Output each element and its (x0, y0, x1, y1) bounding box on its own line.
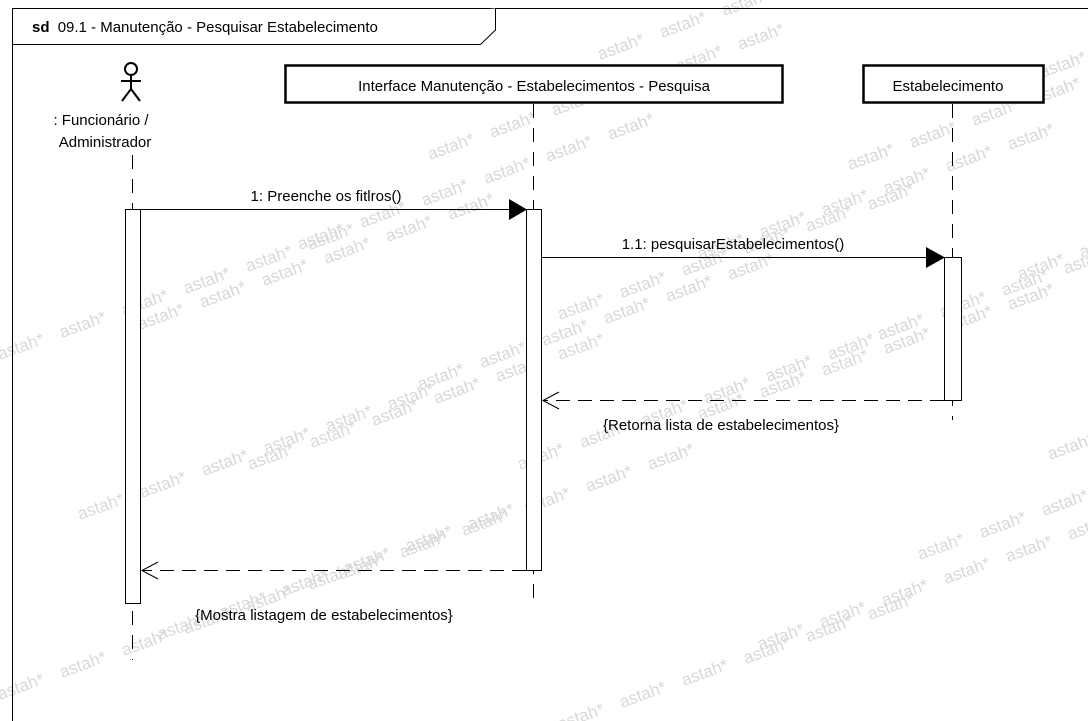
watermark-text: astah* (199, 445, 251, 479)
frame-title-text: 09.1 - Manutenção - Pesquisar Estabeleci… (58, 19, 378, 36)
watermark-text: astah* (735, 19, 787, 53)
watermark-text: astah* (941, 553, 993, 587)
actor-funcionario-administrador[interactable]: : Funcionário / Administrador (53, 62, 152, 151)
return-2-arrowhead-icon (140, 561, 159, 580)
entity-label: Estabelecimento (893, 78, 1004, 95)
watermark-text: astah* (583, 461, 635, 495)
watermark-text: astah* (907, 117, 959, 151)
frame-title: sd 09.1 - Manutenção - Pesquisar Estabel… (32, 19, 378, 36)
message-preenche-filtros[interactable]: 1: Preenche os fitlros() (141, 188, 527, 220)
entity-activation-bar (944, 257, 962, 401)
message-1-arrowhead-icon (509, 199, 527, 220)
watermark-text: astah* (1003, 531, 1055, 565)
lifeline-interface[interactable]: Interface Manutenção - Estabelecimentos … (284, 64, 784, 104)
watermark-text: astah* (657, 7, 709, 41)
interface-activation-bar (526, 209, 542, 571)
watermark-text: astah* (57, 647, 109, 681)
watermark-text: astah* (543, 131, 595, 165)
message-pesquisar-estabelecimentos[interactable]: 1.1: pesquisarEstabelecimentos() (542, 236, 945, 268)
watermark-text: astah* (845, 139, 897, 173)
watermark-text: astah* (137, 467, 189, 501)
return-1-arrowhead-icon (541, 391, 560, 410)
actor-label-line1: : Funcionário / (53, 112, 149, 129)
watermark-text: astah* (0, 669, 47, 703)
return-retorna-lista[interactable]: {Retorna lista de estabelecimentos} (541, 391, 944, 434)
watermark-text: astah* (57, 307, 109, 341)
watermark-text: astah* (75, 489, 127, 523)
return-1-label: {Retorna lista de estabelecimentos} (603, 417, 839, 434)
frame-keyword: sd (32, 19, 50, 36)
watermark-text: astah* (1045, 429, 1088, 463)
watermark-text: astah* (977, 507, 1029, 541)
watermark-text: astah* (943, 141, 995, 175)
return-mostra-listagem[interactable]: {Mostra listagem de estabelecimentos} (140, 561, 526, 624)
watermark-text: astah* (1077, 227, 1088, 261)
actor-label-line2: Administrador (59, 134, 152, 151)
watermark-text: astah* (617, 677, 669, 711)
message-2-label: 1.1: pesquisarEstabelecimentos() (622, 236, 845, 253)
interface-label: Interface Manutenção - Estabelecimentos … (358, 78, 711, 95)
watermark-text: astah* (481, 153, 533, 187)
watermark-text: astah* (1065, 509, 1088, 543)
entity-header-box (862, 64, 1045, 104)
frame-title-tab (12, 8, 496, 45)
actor-stick-figure-icon (121, 62, 141, 102)
watermark-text: astah* (1039, 485, 1088, 519)
watermark-text: astah* (645, 439, 697, 473)
watermark-text: astah* (605, 109, 657, 143)
watermark-text: astah* (719, 0, 771, 20)
actor-activation-bar (125, 209, 141, 604)
watermark-text: astah* (555, 699, 607, 721)
interface-header-box (284, 64, 784, 104)
watermark-text: astah* (679, 655, 731, 689)
message-2-arrowhead-icon (926, 247, 945, 268)
message-1-label: 1: Preenche os fitlros() (251, 188, 402, 205)
watermark-text: astah* (595, 29, 647, 63)
diagram-frame (12, 8, 1088, 721)
watermark-text: astah* (915, 529, 967, 563)
watermark-text: astah* (487, 107, 539, 141)
lifeline-estabelecimento[interactable]: Estabelecimento (862, 64, 1045, 104)
return-2-label: {Mostra listagem de estabelecimentos} (195, 607, 453, 624)
watermark-text: astah* (425, 129, 477, 163)
watermark-text: astah* (0, 329, 47, 363)
watermark-text: astah* (1005, 119, 1057, 153)
